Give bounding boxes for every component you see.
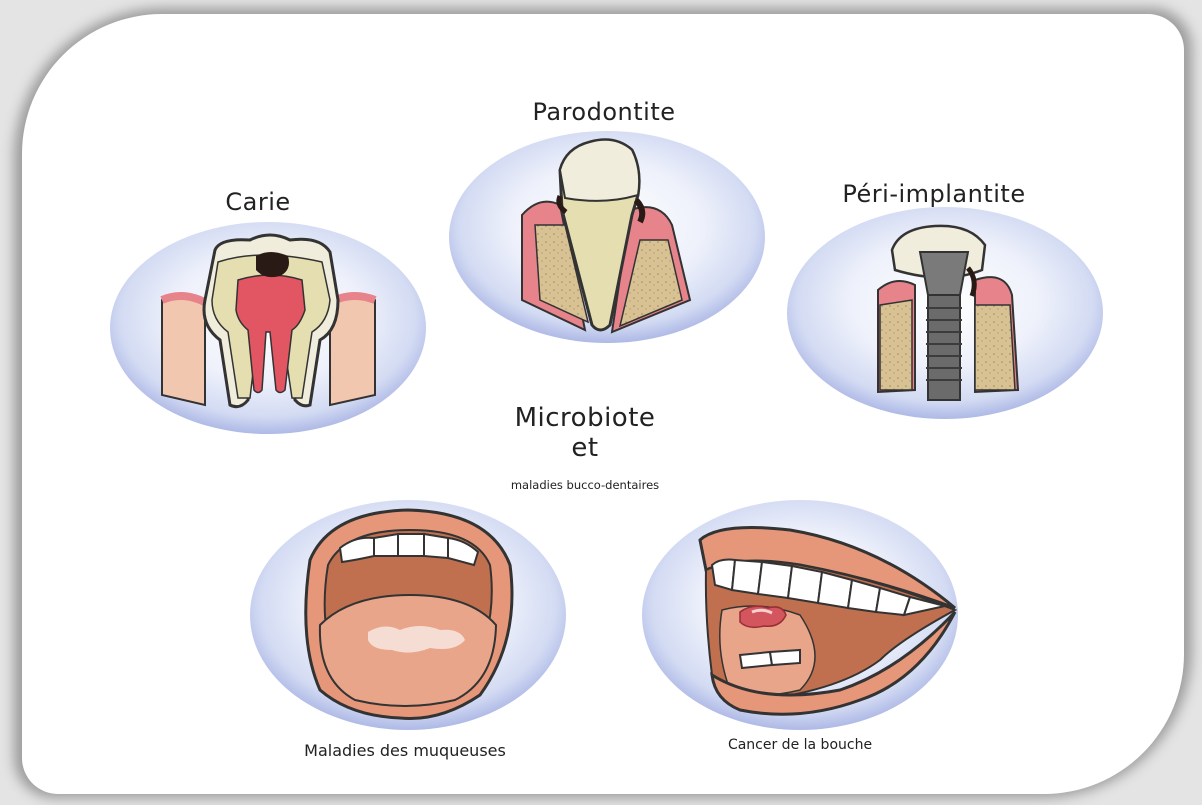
label-carie: Carie [225,188,290,216]
mouth-side-icon [642,500,958,730]
label-peri-implantite: Péri-implantite [842,180,1025,208]
center-subtitle: maladies bucco-dentaires [511,478,659,492]
label-parodontite: Parodontite [532,98,675,126]
periodontitis-tooth-icon [449,131,765,343]
label-cancer: Cancer de la bouche [728,737,872,753]
label-muqueuses: Maladies des muqueuses [304,741,506,760]
center-title-line1: Microbiote [515,403,656,433]
open-mouth-icon [250,500,566,730]
center-title-line2: et [571,433,598,463]
implant-icon [787,207,1103,419]
caries-tooth-icon [110,222,426,434]
